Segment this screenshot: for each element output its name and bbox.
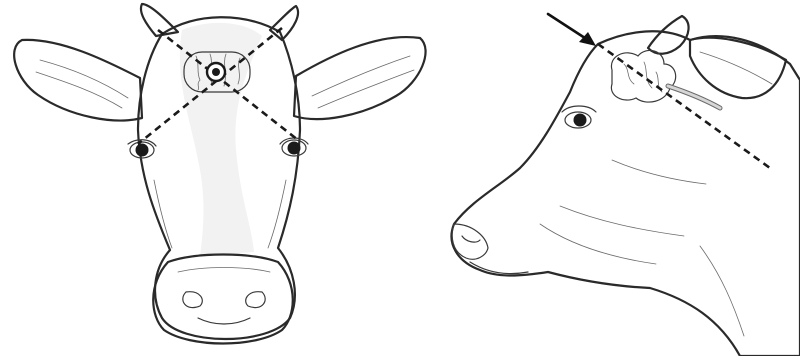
side-ear [690, 38, 786, 98]
side-nose [452, 224, 528, 274]
side-eye [562, 106, 596, 128]
front-left-ear [14, 40, 142, 121]
front-left-nostril [183, 292, 202, 308]
side-horn [648, 16, 689, 54]
target-marker-icon [207, 63, 225, 81]
front-right-horn [270, 6, 298, 40]
front-right-nostril [246, 292, 265, 308]
side-dashed-line-through-brain [598, 44, 770, 168]
arrow-icon [548, 14, 596, 46]
front-left-eye [128, 140, 156, 158]
front-white-blaze [180, 23, 262, 256]
side-view-cow-head [452, 14, 800, 356]
front-right-eye [280, 138, 308, 156]
front-right-ear [294, 37, 426, 119]
side-head-outline [452, 31, 800, 356]
front-view-cow-head [14, 4, 425, 344]
